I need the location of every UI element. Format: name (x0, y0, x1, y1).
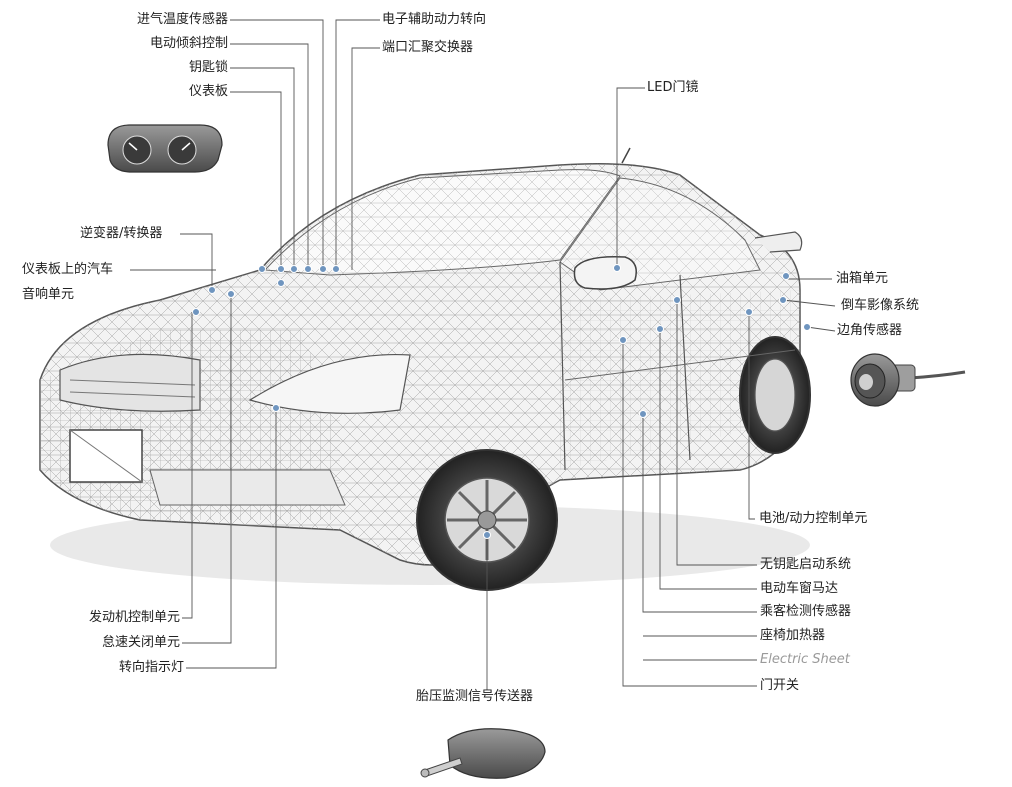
label-instrument-panel: 仪表板 (188, 84, 228, 99)
label-window-motor: 电动车窗马达 (760, 581, 839, 596)
label-fuel-tank-unit: 油箱单元 (836, 271, 889, 286)
label-electric-sheet: Electric Sheet (760, 652, 850, 667)
connection-dots (192, 264, 811, 539)
label-idle-stop: 怠速关闭单元 (101, 635, 180, 650)
label-engine-ecu: 发动机控制单元 (88, 610, 180, 625)
label-door-switch: 门开关 (760, 678, 800, 693)
car-illustration (39, 147, 811, 591)
label-eps: 电子辅助动力转向 (382, 12, 487, 27)
label-key-lock: 钥匙锁 (188, 60, 228, 75)
label-led-mirror: LED门镜 (647, 80, 699, 95)
label-keyless-start: 无钥匙启动系统 (760, 557, 852, 572)
label-turn-signal: 转向指示灯 (118, 660, 184, 675)
label-dash-audio-line2: 音响单元 (22, 287, 75, 302)
label-intake-temp-sensor: 进气温度传感器 (136, 12, 228, 27)
label-seat-heater: 座椅加热器 (760, 628, 826, 643)
label-corner-sensor: 边角传感器 (837, 323, 903, 338)
label-occupant-sensor: 乘客检测传感器 (760, 604, 852, 619)
label-power-tilt: 电动倾斜控制 (149, 36, 228, 51)
label-inverter-converter: 逆变器/转换器 (80, 226, 163, 241)
label-rear-camera: 倒车影像系统 (841, 298, 920, 313)
leader-lines (130, 19, 836, 690)
label-dash-audio-line1: 仪表板上的汽车 (22, 262, 114, 277)
label-battery-unit: 电池/动力控制单元 (759, 511, 868, 526)
label-port-hub: 端口汇聚交换器 (382, 40, 474, 55)
instrument-cluster-image (107, 124, 223, 173)
corner-sensor-image (850, 353, 966, 407)
tpms-transmitter-image (420, 728, 546, 779)
label-tpms: 胎压监测信号传送器 (416, 689, 534, 704)
